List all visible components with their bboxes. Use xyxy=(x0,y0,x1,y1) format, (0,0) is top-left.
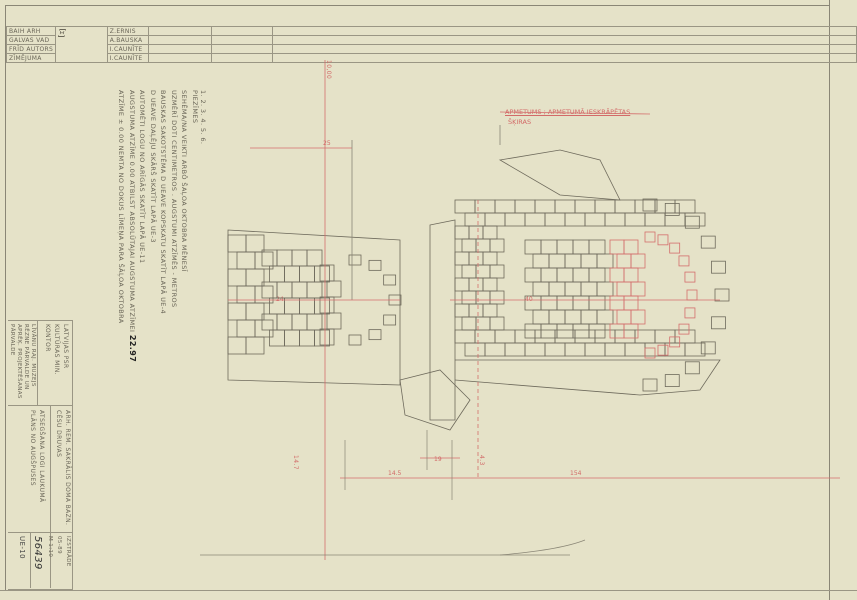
dimension-label: 24 xyxy=(276,296,284,303)
note-line: UZMĒRĪ DOTI CENTIMETROS . AUGSTUMI ATZĪM… xyxy=(170,90,178,308)
sheet-title-line: PLĀNS NO AUGŠPUSES xyxy=(29,410,36,486)
office-line: APRĒĶ. PROJEKTĒŠANAS xyxy=(16,324,22,399)
dimension-label: 14.5 xyxy=(388,470,402,477)
date: 05-89 xyxy=(56,536,62,554)
notes-block: 1. 2. 3. 4. 5. 6. PIEZĪMES SEHĒMA/NA VEI… xyxy=(116,90,208,363)
scale: M 1:10 xyxy=(47,536,53,558)
role: GALVAS VAD xyxy=(5,35,57,45)
sheet-title-block xyxy=(8,320,73,590)
dimension-label: 4.3 xyxy=(478,455,485,466)
material-annotation-2: ŠĶIRAS xyxy=(508,118,532,126)
organisation: LATVIJAS PSR KULTŪRAS MIN. KONTOR xyxy=(43,324,70,375)
project-line: ARH. REM. SAKRĀLIS DOMA BAZN. xyxy=(64,410,71,526)
sheet-number-text: UE-10 xyxy=(18,536,26,559)
sheet-number: UE-10 xyxy=(15,536,29,559)
signature: Ξ xyxy=(55,26,108,63)
sheet-meta: IZSTRĀDE 05-89 M 1:10 xyxy=(45,536,72,567)
project-title: ARH. REM. SAKRĀLIS DOMA BAZN. CĒSU DRUVA… xyxy=(54,410,72,525)
note-line: AUGSTUMA ATZĪME 0.00 ATBILST ABSOLŪTAJAI… xyxy=(128,90,136,333)
note-line: AUTOMĒTI LOGU NO ARĪGĀS SKATĪT LAPĀ UE-1… xyxy=(138,90,147,264)
name: I.CAUNĪTE xyxy=(106,44,149,54)
office-line: PĀRVALDE xyxy=(9,324,15,356)
office-line: RĒZNE PĀRVALDE UN xyxy=(23,324,29,390)
note-line: ATZĪME ± 0.00 NEMTA NO DOKUS LĪMEŅA PARA… xyxy=(117,90,126,324)
dimension-label: 40 xyxy=(525,296,533,303)
axis-label: 10,00 xyxy=(325,60,332,80)
office: LĪVĀNU RAJ. MUZEJS RĒZNE PĀRVALDE UN APR… xyxy=(8,324,36,399)
role: BAIH ARH xyxy=(5,26,57,36)
role: FRĪD AUTORS xyxy=(5,44,57,54)
material-annotation: APMETUMS ; APMETUMĀ IESKRĀPĒTAS xyxy=(505,108,631,116)
archive-number: 56439 xyxy=(32,536,43,570)
sheet-title: ATSEGŠANA LOGI LAUKUMĀ PLĀNS NO AUGŠPUSE… xyxy=(28,410,46,502)
sheet-title-line: ATSEGŠANA LOGI LAUKUMĀ xyxy=(38,410,45,503)
dimension-label: 14.7 xyxy=(292,455,299,470)
dimension-label: 25 xyxy=(323,140,331,147)
note-line: SEHĒMA/NA VEIKTI ARBŌ ŠAĻOA OKTOBRA MĒNE… xyxy=(180,90,189,273)
org-line: KULTŪRAS MIN. xyxy=(53,324,60,376)
note-line: BAUSKAS SAKOTSTĒMA D UEAVE KOPSKATU SKAT… xyxy=(159,90,168,315)
name: A.BAUSKA xyxy=(106,35,149,45)
drawing-frame xyxy=(5,5,830,591)
name: I.CAUNĪTE xyxy=(106,53,149,63)
role: ZĪMĒJUMA xyxy=(5,53,57,63)
stage: IZSTRĀDE xyxy=(65,536,71,567)
org-line: LATVIJAS PSR xyxy=(62,324,69,369)
org-line: KONTOR xyxy=(44,324,51,352)
name: Z.ERNIS xyxy=(106,26,149,36)
dimension-label: 19 xyxy=(434,456,442,463)
elevation-value: 22.97 xyxy=(128,334,137,363)
project-line: CĒSU DRUVAS xyxy=(55,410,62,458)
note-line: D UEAVE DAĻĒJU SKĀRŠ SKATĪT LAPĀ UE-3 xyxy=(149,90,157,243)
right-border xyxy=(829,0,830,600)
notes-numbers: 1. 2. 3. 4. 5. 6. xyxy=(199,90,207,145)
office-line: LĪVĀNU RAJ. MUZEJS xyxy=(30,324,36,387)
dimension-label: 154 xyxy=(570,470,582,477)
bottom-border xyxy=(0,590,857,591)
